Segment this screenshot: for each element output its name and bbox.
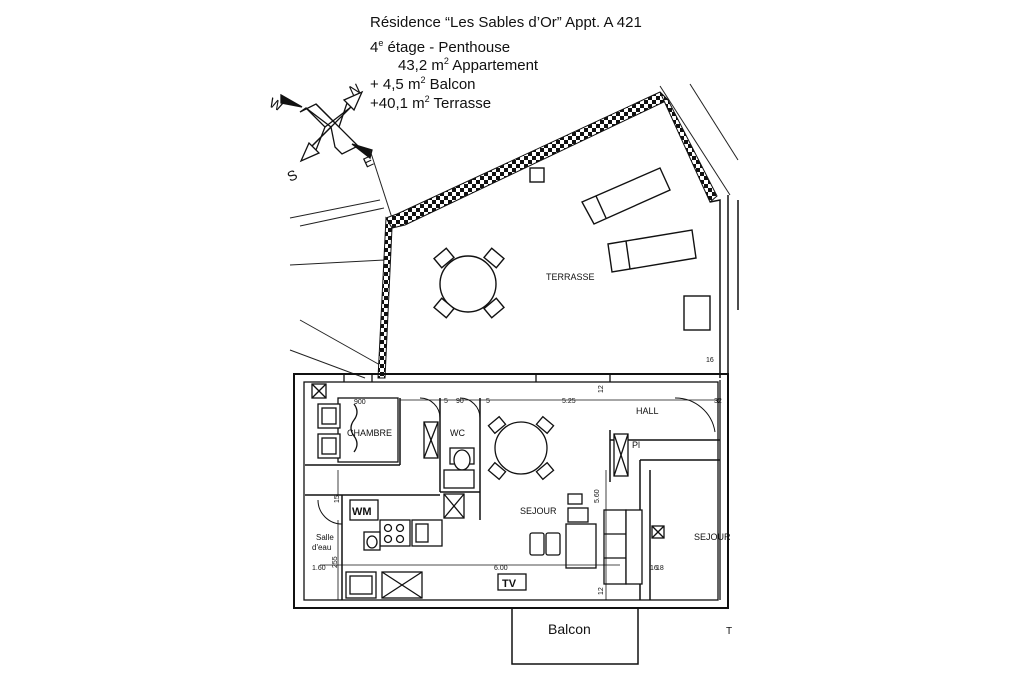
dim-12a: 12 [598,385,605,393]
area-apartment-value: 43,2 m [398,57,444,74]
dim-160: 1.60 [312,565,326,572]
area-balcony-label: Balcon [429,76,476,93]
dim-600: 6.00 [494,565,508,572]
dimension-lines [320,399,720,600]
area-sup: 2 [420,75,426,85]
room-label-terrasse: TERRASSE [546,272,595,282]
dim-900: 900 [354,399,366,406]
header-floor: 4e étage - Penthouse [370,34,510,57]
room-label-sejour-neighbor: SEJOUR [694,532,731,542]
dim-16b: 16 [650,565,658,572]
header-floor-sup: e [378,38,384,48]
balcony [511,608,639,665]
terrace-outline [709,195,739,378]
appliance-pl: Pl [632,440,640,450]
interior-partitions [305,398,720,600]
dim-5b: 5 [486,398,490,405]
dim-t: T [726,626,732,637]
header-area-apartment: 43,2 m2 Appartement [398,52,538,75]
dim-16a: 16 [706,357,714,364]
dim-18: 18 [656,565,664,572]
compass-rose-icon [280,90,373,163]
dim-12b: 12 [598,587,605,595]
dim-5a: 5 [444,398,448,405]
room-label-chambre: CHAMBRE [347,428,392,438]
area-terrace-value: +40,1 m [370,95,425,112]
terrace-parapet [377,91,718,379]
header-area-terrace: +40,1 m2 Terrasse [370,90,491,113]
bedroom-furniture [311,383,399,463]
appliance-wm: WM [352,506,372,518]
header-title: Résidence “Les Sables d’Or” Appt. A 421 [370,14,642,31]
area-sup: 2 [443,56,449,66]
terrace-furniture [433,167,711,331]
dim-90: 90 [456,398,464,405]
area-balcony-value: + 4,5 m [370,76,421,93]
header-floor-rest: étage - Penthouse [383,39,511,56]
apartment-walls [293,373,729,609]
area-sup: 2 [424,94,430,104]
neighbor-unit [651,525,665,539]
living-furniture [497,433,643,591]
dim-15: 15 [334,495,341,503]
wc-fixtures [423,421,475,519]
room-label-hall: HALL [636,406,659,416]
dim-525: 5.25 [562,398,576,405]
area-terrace-label: Terrasse [433,95,492,112]
kitchen-fixtures [345,499,443,599]
area-apartment-label: Appartement [452,57,539,74]
room-label-balcon: Balcon [548,621,591,637]
header-area-balcony: + 4,5 m2 Balcon [370,71,476,94]
room-label-salle-2: d'eau [312,543,331,552]
appliance-tv: TV [502,578,517,590]
dim-560: 5.60 [594,489,601,503]
room-label-salle-1: Salle [316,533,334,542]
dim-255: 255 [332,556,339,568]
header-floor-num: 4 [370,39,379,56]
dining-table [487,415,555,481]
compass-s: S [285,166,300,184]
room-label-wc: WC [450,428,465,438]
site-lines [289,83,739,379]
room-label-sejour: SEJOUR [520,506,557,516]
dim-32: 32 [714,398,722,405]
